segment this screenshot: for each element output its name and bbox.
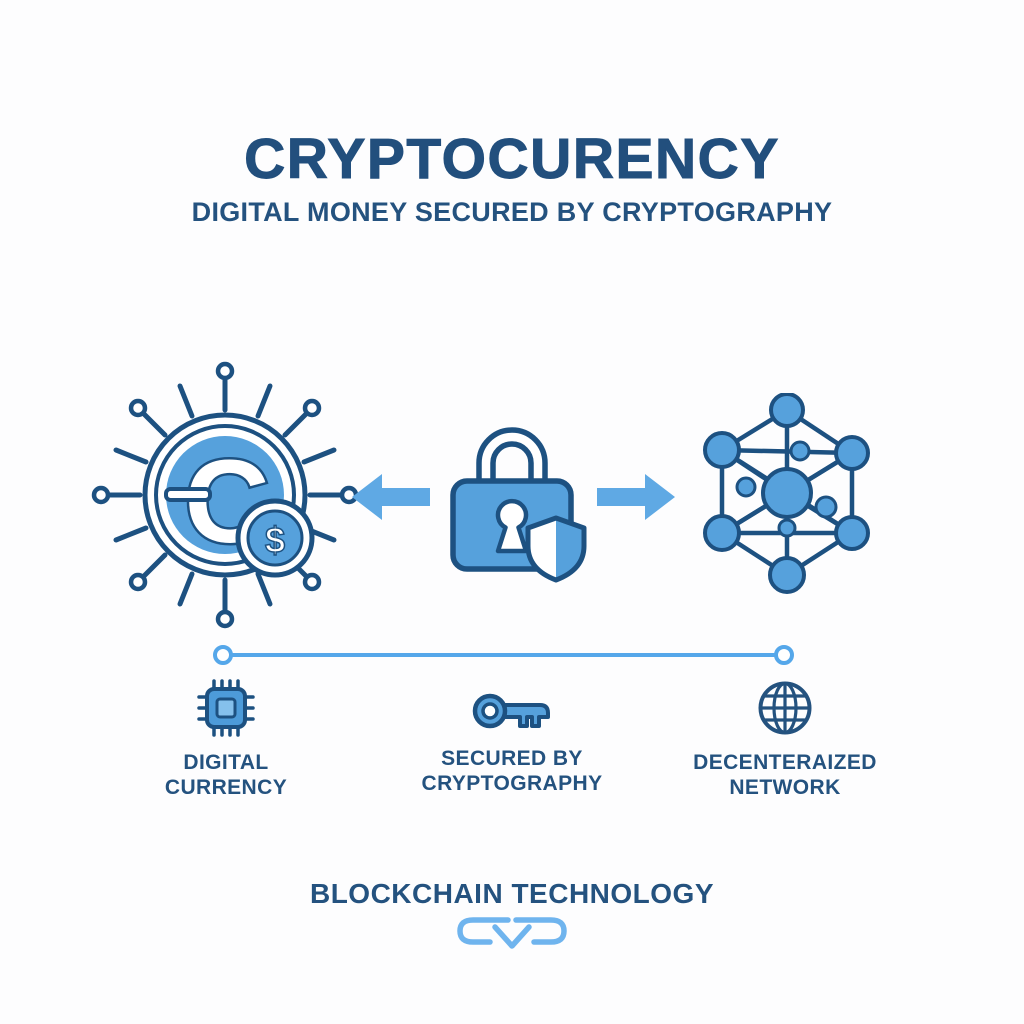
feature-secured-by-cryptography: SECURED BY CRYPTOGRAPHY [382, 678, 642, 796]
feature-label-decentralized-network: DECENTERAIZED NETWORK [693, 751, 877, 799]
globe-icon [758, 681, 812, 735]
right-arrow-icon [597, 474, 675, 520]
page-title: CRYPTOCURENCY [244, 127, 780, 192]
padlock-shield-icon [450, 427, 587, 583]
network-nodes-icon [703, 393, 870, 594]
dollar-symbol: $ [265, 520, 285, 561]
key-icon [472, 693, 550, 729]
feature-label-secured-by-cryptography: SECURED BY CRYPTOGRAPHY [421, 747, 603, 795]
divider-line [213, 645, 794, 665]
footer-title: BLOCKCHAIN TECHNOLOGY [309, 878, 715, 909]
left-arrow-icon [352, 474, 430, 520]
chip-icon [197, 679, 255, 737]
dollar-coin-badge: $ [235, 498, 315, 578]
shield-badge [525, 515, 587, 583]
digital-currency-coin-icon: C $ [91, 361, 359, 629]
chain-link-icon [457, 917, 567, 949]
page-subtitle: DIGITAL MONEY SECURED BY CRYPTOGRAPHY [191, 197, 833, 227]
feature-digital-currency: DIGITAL CURRENCY [96, 678, 356, 800]
feature-decentralized-network: DECENTERAIZED NETWORK [655, 678, 915, 800]
feature-label-digital-currency: DIGITAL CURRENCY [164, 751, 288, 799]
